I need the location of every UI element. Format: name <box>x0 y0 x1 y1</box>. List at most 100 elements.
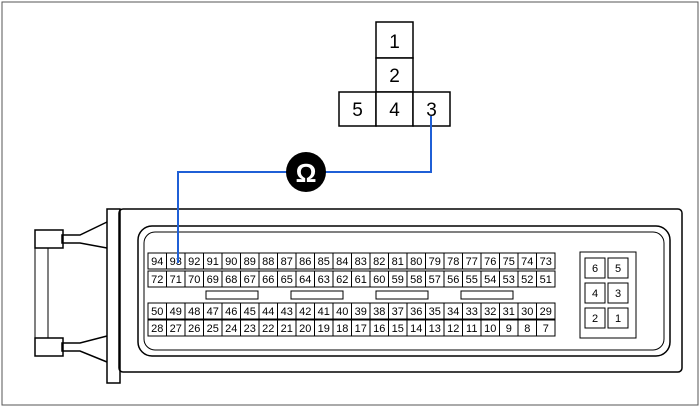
aux-pin-label: 2 <box>592 313 598 325</box>
ecu-pin-label: 25 <box>207 323 219 335</box>
ecu-pin-label: 61 <box>355 274 367 286</box>
ecu-housing <box>34 208 683 384</box>
ecu-pin-label: 88 <box>262 256 274 268</box>
ecu-pin-label: 90 <box>225 256 237 268</box>
ecu-pin-label: 18 <box>336 323 348 335</box>
ecu-pin-label: 34 <box>447 306 459 318</box>
ecu-pin-label: 94 <box>151 256 163 268</box>
ecu-pin-label: 46 <box>225 306 237 318</box>
ohmmeter-symbol: Ω <box>286 152 326 192</box>
ecu-pin-label: 7 <box>543 323 549 335</box>
ecu-pin-label: 55 <box>466 274 478 286</box>
ecu-pin-label: 8 <box>524 323 530 335</box>
aux-pin-cell <box>607 282 629 304</box>
top-pin-box <box>375 21 414 59</box>
ecu-pin-label: 78 <box>447 256 459 268</box>
ecu-pin-label: 84 <box>336 256 348 268</box>
ecu-pin-label: 44 <box>262 306 274 318</box>
aux-pin-label: 1 <box>615 313 621 325</box>
ecu-pin-label: 53 <box>503 274 515 286</box>
ecu-pin-label: 73 <box>540 256 552 268</box>
ecu-pin-label: 33 <box>466 306 478 318</box>
ecu-pin-label: 79 <box>429 256 441 268</box>
ecu-pin-label: 72 <box>151 274 163 286</box>
aux-pin-cell <box>584 282 606 304</box>
ecu-pin-label: 51 <box>540 274 552 286</box>
top-pin-label: 1 <box>389 32 400 53</box>
ecu-pin-label: 22 <box>262 323 274 335</box>
ecu-pin-label: 62 <box>336 274 348 286</box>
ecu-pin-label: 29 <box>540 306 552 318</box>
ecu-pin-label: 92 <box>188 256 200 268</box>
ecu-pin-label: 71 <box>170 274 182 286</box>
ecu-pin-label: 9 <box>506 323 512 335</box>
ecu-pin-label: 40 <box>336 306 348 318</box>
ecu-pin-label: 85 <box>318 256 330 268</box>
ecu-pin-label: 68 <box>225 274 237 286</box>
ecu-pin-label: 47 <box>207 306 219 318</box>
ecu-pin-label: 87 <box>281 256 293 268</box>
ecu-pin-label: 65 <box>281 274 293 286</box>
aux-pin-cell <box>607 257 629 279</box>
ecu-pin-label: 43 <box>281 306 293 318</box>
aux-pin-cell <box>584 307 606 329</box>
ecu-pin-label: 54 <box>484 274 496 286</box>
ecu-pin-label: 10 <box>484 323 496 335</box>
top-pin-box <box>375 91 414 127</box>
ecu-pin-label: 70 <box>188 274 200 286</box>
ecu-pin-label: 38 <box>373 306 385 318</box>
ecu-pin-label: 52 <box>521 274 533 286</box>
ecu-pin-label: 42 <box>299 306 311 318</box>
ecu-pin-label: 13 <box>429 323 441 335</box>
ecu-pin-label: 80 <box>410 256 422 268</box>
ecu-pin-label: 63 <box>318 274 330 286</box>
ecu-pin-label: 26 <box>188 323 200 335</box>
ecu-pin-label: 67 <box>244 274 256 286</box>
ecu-pin-label: 16 <box>373 323 385 335</box>
ecu-pin-label: 64 <box>299 274 311 286</box>
ecu-pin-cell <box>536 319 556 337</box>
ecu-pin-label: 69 <box>207 274 219 286</box>
ecu-pin-label: 59 <box>392 274 404 286</box>
aux-pin-label: 6 <box>592 263 598 275</box>
ohm-icon: Ω <box>296 158 317 188</box>
ecu-pin-label: 91 <box>207 256 219 268</box>
ecu-pin-label: 66 <box>262 274 274 286</box>
ecu-pin-cell <box>536 270 556 288</box>
aux-pin-cell <box>607 307 629 329</box>
top-pin-label: 4 <box>389 100 400 121</box>
ecu-pin-label: 77 <box>466 256 478 268</box>
ecu-pin-label: 58 <box>410 274 422 286</box>
ecu-pin-label: 12 <box>447 323 459 335</box>
aux-pin-label: 4 <box>592 288 598 300</box>
ecu-pin-label: 15 <box>392 323 404 335</box>
ecu-pin-label: 50 <box>151 306 163 318</box>
ecu-pin-label: 36 <box>410 306 422 318</box>
ecu-pin-label: 23 <box>244 323 256 335</box>
top-pin-label: 5 <box>352 100 363 121</box>
ecu-pin-label: 49 <box>170 306 182 318</box>
ecu-pin-label: 81 <box>392 256 404 268</box>
ohmmeter-circle <box>286 152 326 192</box>
ecu-pin-label: 32 <box>484 306 496 318</box>
ecu-pin-label: 45 <box>244 306 256 318</box>
ecu-pin-label: 31 <box>503 306 515 318</box>
ecu-pin-label: 76 <box>484 256 496 268</box>
ecu-pin-label: 27 <box>170 323 182 335</box>
ecu-pin-label: 41 <box>318 306 330 318</box>
ecu-pin-cell <box>536 252 556 270</box>
ecu-pin-label: 83 <box>355 256 367 268</box>
ecu-pin-label: 75 <box>503 256 515 268</box>
ecu-pin-label: 17 <box>355 323 367 335</box>
ecu-pin-label: 11 <box>466 323 477 335</box>
ecu-pin-label: 19 <box>318 323 330 335</box>
aux-pin-label: 5 <box>615 263 621 275</box>
ecu-pin-cell <box>536 302 556 320</box>
ecu-pin-label: 86 <box>299 256 311 268</box>
ecu-pin-label: 30 <box>521 306 533 318</box>
ecu-pin-label: 24 <box>225 323 237 335</box>
